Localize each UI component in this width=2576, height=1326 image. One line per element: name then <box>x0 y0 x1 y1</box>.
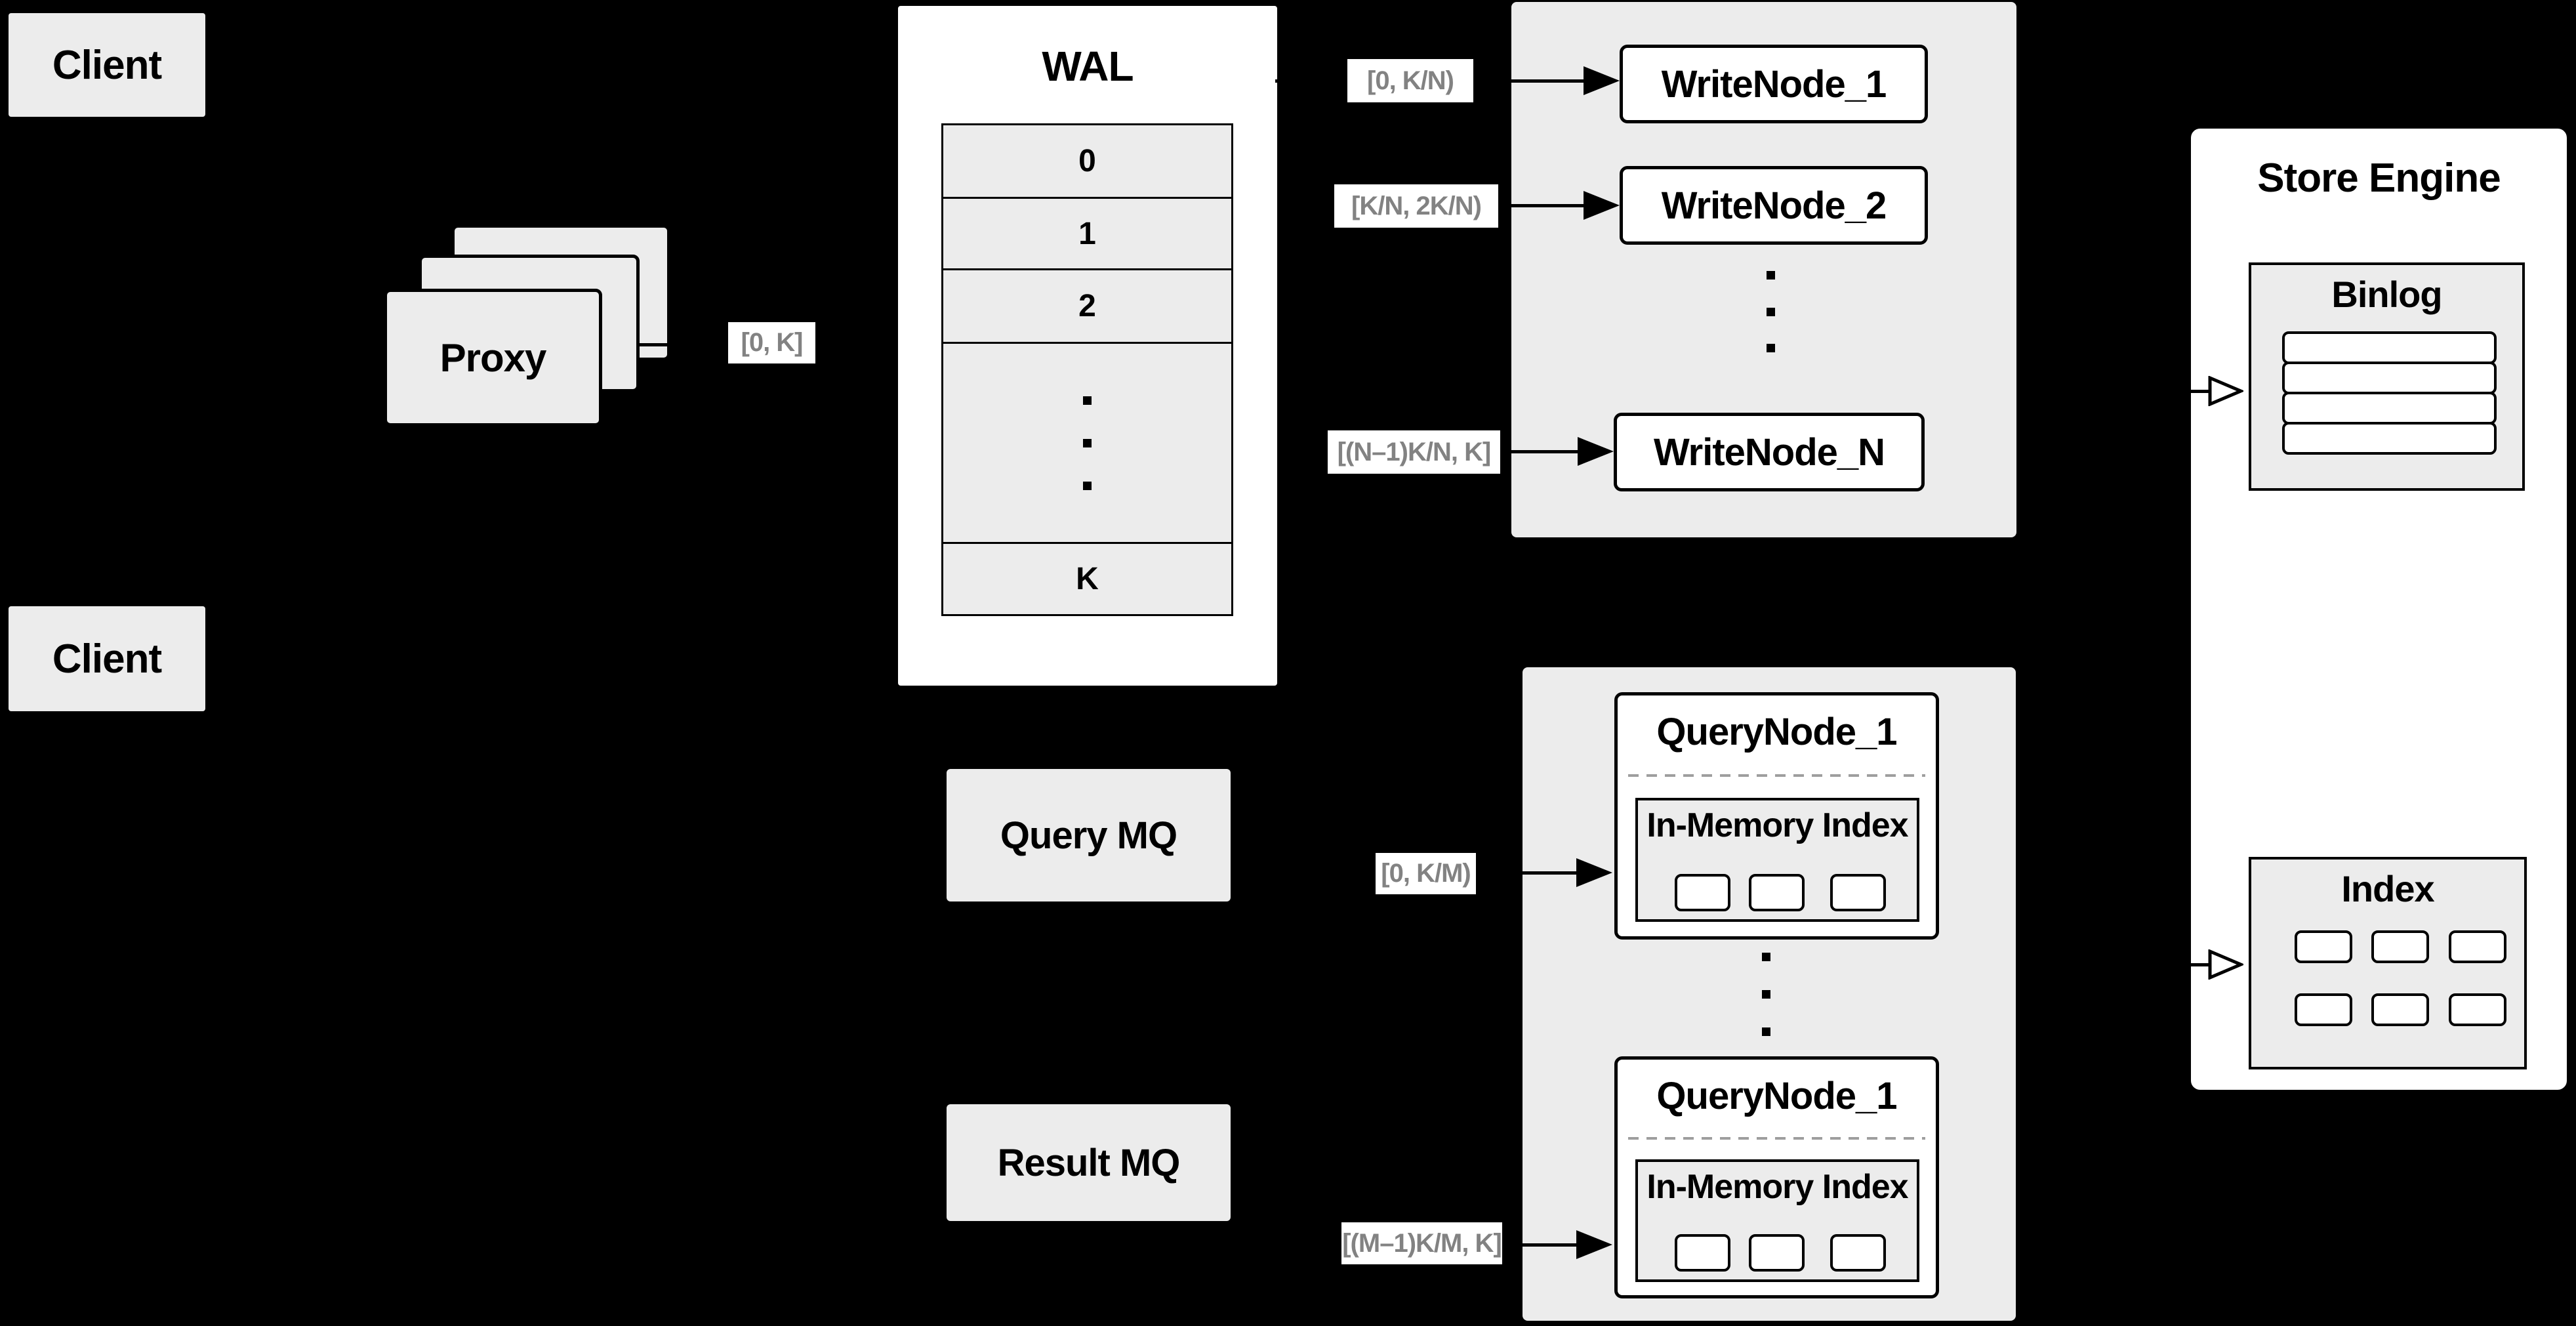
index-segment <box>1749 874 1805 911</box>
in-memory-index-title: In-Memory Index <box>1646 1168 1908 1206</box>
range-label-write-n: [(N–1)K/N, K] <box>1328 430 1500 474</box>
binlog-rows <box>2282 331 2497 455</box>
arrowhead-open-icon <box>2208 949 2243 980</box>
arrow-line-write-n <box>1502 450 1578 453</box>
range-label-query-m: [(M–1)K/M, K] <box>1341 1222 1502 1264</box>
index-box: Index <box>2249 857 2527 1069</box>
binlog-segment <box>2282 331 2497 364</box>
index-segment <box>1830 1234 1886 1272</box>
in-memory-index-box: In-Memory Index <box>1635 798 1919 922</box>
binlog-segment <box>2282 362 2497 394</box>
arrowhead-filled-icon <box>1584 191 1620 220</box>
proxy-output-line <box>630 343 728 346</box>
proxy-box: Proxy <box>384 289 602 426</box>
write-node-n-label: WriteNode_N <box>1653 430 1885 474</box>
range-label-write-2: [K/N, 2K/N) <box>1334 184 1498 228</box>
store-engine-title: Store Engine <box>2257 155 2501 201</box>
ellipsis-dot <box>1762 953 1770 961</box>
index-segment <box>1749 1234 1805 1272</box>
in-memory-index-box: In-Memory Index <box>1635 1159 1919 1282</box>
write-node-n-box: WriteNode_N <box>1614 413 1925 491</box>
ellipsis-dot <box>1767 308 1775 316</box>
ellipsis-dot <box>1083 396 1092 405</box>
arrow-line-binlog <box>2086 390 2211 393</box>
arrowhead-filled-icon <box>1578 437 1614 466</box>
index-segment <box>2295 930 2352 963</box>
arrowhead-open-icon <box>2208 376 2243 406</box>
query-mq-label: Query MQ <box>1000 814 1177 857</box>
arrowhead-filled-icon <box>1576 1230 1612 1259</box>
binlog-title: Binlog <box>2331 274 2442 315</box>
query-node-top-box: QueryNode_1 In-Memory Index <box>1614 692 1939 940</box>
dashed-divider <box>1628 774 1925 777</box>
ellipsis-dot <box>1767 344 1775 352</box>
wal-segment-table: 0 1 2 K <box>941 123 1233 616</box>
ellipsis-dot <box>1767 271 1775 280</box>
ellipsis-dot <box>1762 990 1770 999</box>
write-node-1-label: WriteNode_1 <box>1661 62 1887 106</box>
query-node-bottom-title: QueryNode_1 <box>1656 1075 1897 1117</box>
index-segment <box>2371 930 2429 963</box>
arrow-line-index <box>2086 963 2211 966</box>
index-segment <box>2371 993 2429 1026</box>
wal-title: WAL <box>1042 43 1134 90</box>
result-mq-label: Result MQ <box>997 1141 1181 1184</box>
range-label-write-1: [0, K/N) <box>1347 59 1473 102</box>
arrowhead-filled-icon <box>1584 66 1620 95</box>
write-node-2-label: WriteNode_2 <box>1661 184 1887 227</box>
in-memory-index-title: In-Memory Index <box>1646 806 1908 844</box>
client-bottom-label: Client <box>52 636 162 682</box>
arrowhead-filled-icon <box>1576 858 1612 887</box>
range-label-proxy-out: [0, K] <box>728 322 815 363</box>
write-node-2-box: WriteNode_2 <box>1620 166 1928 245</box>
index-segment <box>1675 1234 1730 1272</box>
wal-row-0: 0 <box>941 123 1233 199</box>
binlog-segment <box>2282 422 2497 455</box>
arrow-line-query-1 <box>1480 871 1576 875</box>
index-segment <box>1830 874 1886 911</box>
client-top-box: Client <box>9 13 205 117</box>
wal-row-ellipsis <box>941 342 1233 544</box>
wal-box: WAL 0 1 2 K <box>895 3 1280 688</box>
dashed-divider <box>1628 1137 1925 1140</box>
ellipsis-dot <box>1083 438 1092 447</box>
query-node-bottom-box: QueryNode_1 In-Memory Index <box>1614 1056 1939 1298</box>
proxy-label: Proxy <box>440 335 547 380</box>
result-mq-box: Result MQ <box>947 1104 1231 1221</box>
client-top-label: Client <box>52 42 162 88</box>
ellipsis-dot <box>1762 1027 1770 1036</box>
arrow-line-write-2 <box>1500 204 1584 207</box>
binlog-box: Binlog <box>2249 262 2525 491</box>
ellipsis-dot <box>1083 481 1092 490</box>
index-segment <box>2449 993 2506 1026</box>
write-node-1-box: WriteNode_1 <box>1620 45 1928 123</box>
index-segment <box>2295 993 2352 1026</box>
range-label-query-1: [0, K/M) <box>1376 853 1476 894</box>
query-mq-box: Query MQ <box>947 769 1231 901</box>
index-segment <box>1675 874 1730 911</box>
arrow-line-query-m <box>1506 1243 1576 1247</box>
binlog-segment <box>2282 392 2497 425</box>
client-bottom-box: Client <box>9 606 205 711</box>
wal-row-k: K <box>941 542 1233 616</box>
wal-row-1: 1 <box>941 197 1233 270</box>
index-segment <box>2449 930 2506 963</box>
wal-row-2: 2 <box>941 268 1233 344</box>
query-node-top-title: QueryNode_1 <box>1656 711 1897 753</box>
index-title: Index <box>2341 868 2434 909</box>
